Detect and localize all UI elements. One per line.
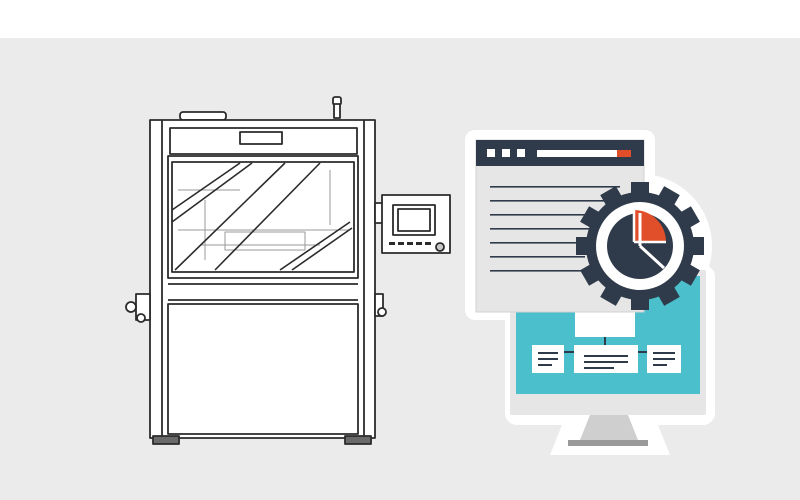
machine-control-panel (381, 194, 451, 254)
machine-beacon (332, 96, 342, 119)
browser-dot (502, 149, 510, 157)
pie-chart-slice-highlight (634, 210, 666, 242)
software-illustration (465, 130, 715, 455)
browser-text-lines (490, 186, 620, 272)
browser-window-icon (475, 139, 645, 313)
machine-window (167, 155, 359, 279)
pie-chart-icon (607, 210, 673, 279)
machine-foot-right (344, 435, 372, 445)
monitor-stand (580, 415, 638, 440)
machine-side-handle-left (125, 293, 151, 323)
browser-dot (517, 149, 525, 157)
machine-lower-door (167, 303, 359, 435)
browser-address-bar (537, 150, 617, 157)
top-band (0, 0, 800, 38)
tablet-press-machine-icon (125, 96, 451, 445)
illustration-svg (0, 38, 800, 500)
machine-window-interior (178, 170, 350, 260)
browser-dot (487, 149, 495, 157)
machine-side-handle-right (374, 293, 387, 317)
machine-top-lid (179, 111, 227, 121)
machine-window-glare (171, 162, 353, 271)
machine-foot-left (152, 435, 180, 445)
illustration-canvas (0, 38, 800, 500)
browser-address-accent (617, 150, 631, 157)
gear-icon (576, 182, 704, 310)
machine-top-vent (239, 131, 283, 145)
